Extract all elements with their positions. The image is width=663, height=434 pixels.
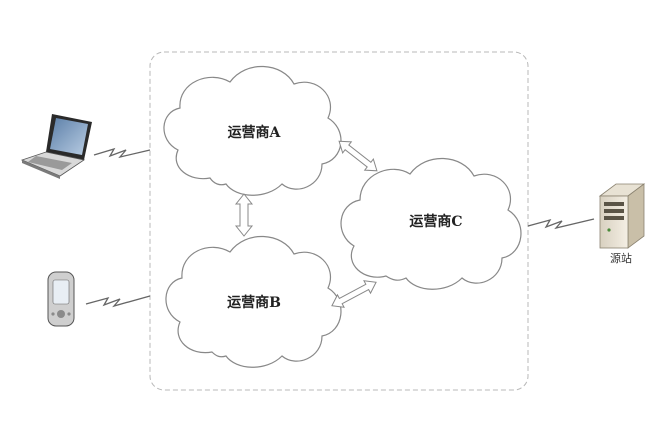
- cloud-operator-b: [165, 235, 342, 368]
- server-icon: [598, 183, 646, 249]
- link-arrow-a-c: [338, 140, 378, 172]
- wireless-link-phone: [85, 295, 151, 308]
- wireless-link-server: [527, 218, 595, 230]
- mobile-phone-icon: [47, 271, 75, 327]
- cloud-operator-a: [163, 65, 342, 196]
- wireless-link-laptop: [93, 147, 151, 159]
- link-arrow-a-b: [234, 193, 254, 237]
- laptop-icon: [20, 114, 92, 179]
- origin-server-label: 源站: [610, 252, 632, 265]
- cloud-operator-c-label: 运营商C: [409, 214, 463, 230]
- cloud-operator-c: [340, 157, 522, 290]
- cloud-operator-a-label: 运营商A: [227, 125, 281, 141]
- cloud-operator-b-label: 运营商B: [227, 295, 281, 311]
- link-arrow-b-c: [331, 280, 377, 308]
